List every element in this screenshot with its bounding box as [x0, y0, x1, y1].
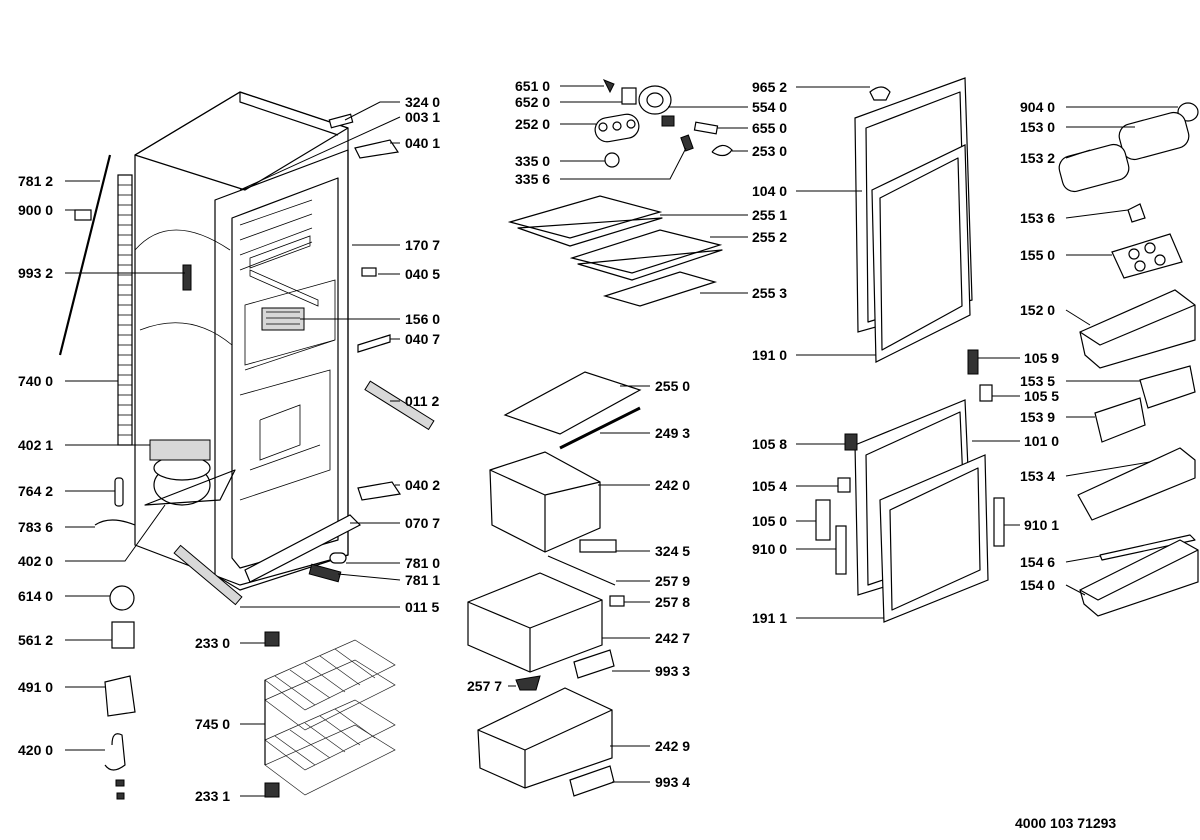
- label-993-4: 993 4: [655, 774, 690, 790]
- label-003-1: 003 1: [405, 109, 440, 125]
- label-155-0: 155 0: [1020, 247, 1055, 263]
- label-402-1: 402 1: [18, 437, 53, 453]
- label-040-7: 040 7: [405, 331, 440, 347]
- label-255-3: 255 3: [752, 285, 787, 301]
- label-764-2: 764 2: [18, 483, 53, 499]
- label-249-3: 249 3: [655, 425, 690, 441]
- label-655-0: 655 0: [752, 120, 787, 136]
- drawing-number: 4000 103 71293: [1015, 815, 1116, 831]
- label-783-6: 783 6: [18, 519, 53, 535]
- label-242-9: 242 9: [655, 738, 690, 754]
- door-shelves-drawing: [1058, 102, 1199, 617]
- label-781-1: 781 1: [405, 572, 440, 588]
- label-153-4: 153 4: [1020, 468, 1055, 484]
- label-652-0: 652 0: [515, 94, 550, 110]
- label-900-0: 900 0: [18, 202, 53, 218]
- label-257-7: 257 7: [467, 678, 502, 694]
- label-233-0: 233 0: [195, 635, 230, 651]
- label-965-2: 965 2: [752, 79, 787, 95]
- label-153-5: 153 5: [1020, 373, 1055, 389]
- wire-shelves-drawing: [264, 631, 396, 798]
- label-011-5: 011 5: [405, 599, 439, 615]
- label-255-2: 255 2: [752, 229, 787, 245]
- label-040-5: 040 5: [405, 266, 440, 282]
- label-561-2: 561 2: [18, 632, 53, 648]
- label-910-0: 910 0: [752, 541, 787, 557]
- label-335-0: 335 0: [515, 153, 550, 169]
- label-154-0: 154 0: [1020, 577, 1055, 593]
- label-040-1: 040 1: [405, 135, 440, 151]
- label-152-0: 152 0: [1020, 302, 1055, 318]
- label-105-0: 105 0: [752, 513, 787, 529]
- label-105-8: 105 8: [752, 436, 787, 452]
- label-257-9: 257 9: [655, 573, 690, 589]
- leader-lines: [65, 85, 1178, 797]
- label-105-5: 105 5: [1024, 388, 1059, 404]
- label-781-2: 781 2: [18, 173, 53, 189]
- label-257-8: 257 8: [655, 594, 690, 610]
- label-651-0: 651 0: [515, 78, 550, 94]
- label-153-6: 153 6: [1020, 210, 1055, 226]
- center-parts-drawing: [467, 79, 733, 797]
- label-233-1: 233 1: [195, 788, 230, 804]
- label-255-1: 255 1: [752, 207, 787, 223]
- label-781-0: 781 0: [405, 555, 440, 571]
- label-255-0: 255 0: [655, 378, 690, 394]
- label-040-2: 040 2: [405, 477, 440, 493]
- label-242-7: 242 7: [655, 630, 690, 646]
- label-170-7: 170 7: [405, 237, 440, 253]
- label-253-0: 253 0: [752, 143, 787, 159]
- label-745-0: 745 0: [195, 716, 230, 732]
- label-156-0: 156 0: [405, 311, 440, 327]
- label-420-0: 420 0: [18, 742, 53, 758]
- label-191-0: 191 0: [752, 347, 787, 363]
- label-252-0: 252 0: [515, 116, 550, 132]
- label-335-6: 335 6: [515, 171, 550, 187]
- label-993-2: 993 2: [18, 265, 53, 281]
- label-070-7: 070 7: [405, 515, 440, 531]
- label-904-0: 904 0: [1020, 99, 1055, 115]
- label-191-1: 191 1: [752, 610, 787, 626]
- label-154-6: 154 6: [1020, 554, 1055, 570]
- label-402-0: 402 0: [18, 553, 53, 569]
- label-242-0: 242 0: [655, 477, 690, 493]
- label-324-0: 324 0: [405, 94, 440, 110]
- label-105-9: 105 9: [1024, 350, 1059, 366]
- label-993-3: 993 3: [655, 663, 690, 679]
- label-153-2: 153 2: [1020, 150, 1055, 166]
- label-614-0: 614 0: [18, 588, 53, 604]
- cabinet-drawing: [58, 91, 435, 800]
- part-labels: 781 2 900 0 993 2 740 0 402 1 764 2 783 …: [18, 78, 1116, 831]
- label-491-0: 491 0: [18, 679, 53, 695]
- label-324-5: 324 5: [655, 543, 690, 559]
- label-153-0: 153 0: [1020, 119, 1055, 135]
- label-011-2: 011 2: [405, 393, 439, 409]
- label-153-9: 153 9: [1020, 409, 1055, 425]
- label-105-4: 105 4: [752, 478, 787, 494]
- doors-drawing: [815, 77, 1005, 623]
- label-104-0: 104 0: [752, 183, 787, 199]
- label-554-0: 554 0: [752, 99, 787, 115]
- label-740-0: 740 0: [18, 373, 53, 389]
- label-101-0: 101 0: [1024, 433, 1059, 449]
- label-910-1: 910 1: [1024, 517, 1059, 533]
